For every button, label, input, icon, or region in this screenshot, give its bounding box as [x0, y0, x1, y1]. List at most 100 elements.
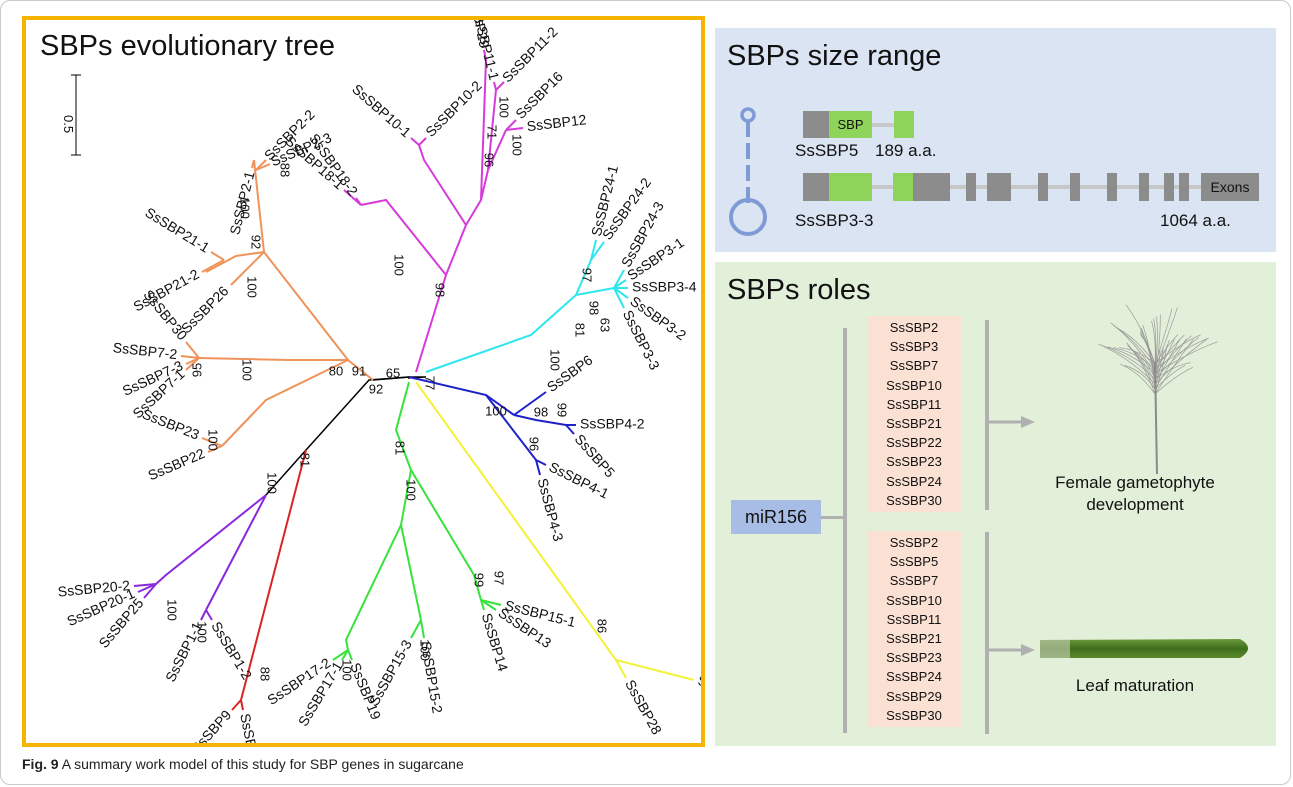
tree-branch [253, 159, 265, 253]
exon-block [1139, 173, 1149, 201]
bootstrap-label: 100 [404, 479, 419, 501]
tree-title: SBPs evolutionary tree [40, 30, 335, 62]
tree-branch [133, 583, 157, 587]
exon-block [987, 173, 1011, 201]
exons-label: Exons [1201, 173, 1259, 201]
connector-line [821, 516, 843, 519]
bootstrap-label: 81 [573, 323, 588, 337]
tree-leaf-label: SsSBP27 [696, 672, 701, 702]
tree-svg: SsSBP2-1SsSBP2-2SsSBP2-3SsSBP21-1SsSBP21… [57, 20, 701, 743]
tree-branch [487, 129, 507, 171]
tree-branch [240, 449, 307, 701]
exon-block [803, 173, 829, 201]
bootstrap-label: 100 [548, 349, 563, 371]
tree-branch [360, 198, 447, 276]
tree-branch [493, 81, 497, 91]
tree-branch [205, 494, 267, 611]
exon-block [1164, 173, 1174, 201]
long-gene-length: 1064 a.a. [1160, 211, 1231, 230]
bootstrap-label: 100 [240, 359, 255, 381]
tree-branch [505, 127, 524, 131]
tree-branch [480, 599, 502, 606]
tree-branch [207, 445, 223, 453]
bootstrap-label: 97 [580, 268, 595, 282]
bootstrap-label: 99 [472, 573, 487, 587]
tree-leaf-label: SsSBP1-2 [208, 619, 255, 683]
scale-label: 0.5 [61, 115, 76, 133]
tree-branch [332, 649, 349, 661]
tree-branch [185, 357, 200, 371]
gene-list-item: SsSBP10 [886, 592, 942, 608]
exon-block [803, 111, 829, 138]
gene-list-item: SsSBP5 [889, 554, 939, 570]
bootstrap-label: 92 [249, 235, 264, 249]
bootstrap-label: 100 [418, 639, 433, 661]
tree-leaf-label: SsSBP10-1 [349, 81, 414, 141]
tree-branch [255, 163, 271, 171]
tree-branch [613, 287, 625, 309]
gene-list-item: SsSBP23 [886, 650, 942, 666]
tree-leaf-label: SsSBP8 [237, 712, 263, 743]
sugarcane-inflorescence-image [1098, 304, 1218, 475]
size-range-title: SBPs size range [727, 40, 942, 72]
bootstrap-label: 100 [195, 621, 210, 643]
bootstrap-label: 100 [392, 254, 407, 276]
bootstrap-label: 96 [482, 153, 497, 167]
exon-block [1179, 173, 1189, 201]
exon-block [1107, 173, 1117, 201]
tree-branch [535, 459, 541, 476]
bootstrap-label: 88 [258, 667, 273, 681]
tree-branch [231, 699, 242, 711]
left-bracket [843, 328, 847, 733]
arrow-female-icon [989, 416, 1035, 428]
gene-list-item: SsSBP11 [886, 611, 942, 627]
tree-leaf-label: SsSBP4-2 [580, 416, 645, 432]
tree-branches [133, 49, 695, 711]
tree-branch [418, 144, 467, 226]
bootstrap-label: 100 [340, 659, 355, 681]
bootstrap-label: 63 [598, 318, 613, 332]
tree-branch [495, 81, 505, 91]
tree-branch [613, 287, 629, 299]
bootstrap-label: 81 [298, 453, 313, 467]
tree-leaf-label: SsSBP4-3 [535, 476, 567, 543]
caption-label: Fig. 9 [22, 756, 59, 772]
gene-list-item: SsSBP24 [886, 669, 942, 685]
tree-branch [415, 381, 617, 661]
roles-title: SBPs roles [727, 274, 871, 306]
tree-leaf-label: SsSBP3-4 [632, 279, 697, 295]
gene-list-item: SsSBP21 [886, 631, 942, 647]
bootstrap-label: 71 [485, 125, 500, 139]
tree-branch [251, 159, 255, 169]
bootstrap-label: 97 [492, 571, 507, 585]
tree-leaf-label: SsSBP23 [140, 406, 202, 443]
tree-branch [137, 583, 157, 593]
bootstrap-label: 100 [485, 403, 507, 418]
bootstrap-label: 100 [165, 599, 180, 621]
tree-branch [513, 391, 547, 416]
tree-branch [480, 599, 485, 611]
tree-branch [483, 49, 487, 61]
tree-branch [394, 381, 412, 471]
tree-leaf-label: SsSBP20-2 [57, 577, 131, 600]
tree-branch [198, 357, 348, 361]
tree-branch [535, 459, 547, 466]
tree-branch [230, 251, 265, 286]
tree-branch [143, 583, 157, 599]
tree-leaf-label: SsSBP10-2 [422, 77, 485, 140]
gene-list-item: SsSBP2 [889, 535, 939, 550]
bootstrap-label: 100 [238, 197, 253, 219]
gene-list-item: SsSBP29 [886, 688, 942, 704]
gene-list-item: SsSBP11 [886, 396, 942, 412]
bootstrap-label: 91 [352, 363, 366, 378]
tree-branch [480, 599, 497, 611]
exon-block [966, 173, 976, 201]
tree-leaf-label: SsSBP28 [622, 677, 665, 737]
domain-block [893, 173, 913, 201]
tree-branch [613, 269, 625, 289]
